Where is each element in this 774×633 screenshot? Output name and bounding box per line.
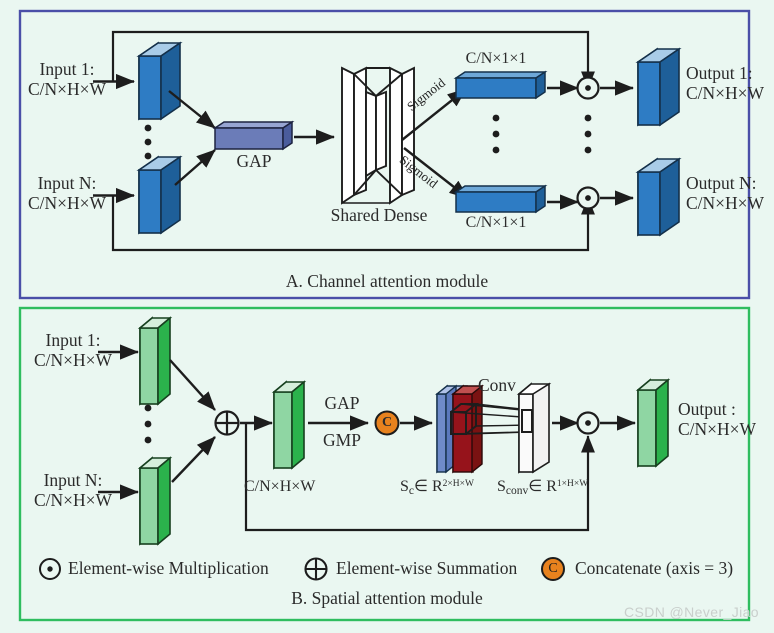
channel-input1-title: Input 1: xyxy=(39,59,95,79)
channel-input1-shape: C/N×H×W xyxy=(27,78,107,99)
spatial-merge-arrow-top xyxy=(169,359,216,411)
spatial-module-frame xyxy=(18,306,751,622)
legend-odot-icon xyxy=(39,558,61,580)
sc-subscript: c xyxy=(408,485,415,497)
spatial-output-label: Output : C/N×H×W xyxy=(678,399,757,439)
conv-label: Conv xyxy=(478,375,516,395)
channel-outputN-title: Output N: xyxy=(686,173,757,193)
channel-input-ellipsis xyxy=(144,124,152,160)
spatial-gmp-label: GMP xyxy=(323,430,361,450)
channel-weight-shape-top: C/N×1×1 xyxy=(465,50,527,67)
sconv-symbol: S xyxy=(497,478,506,495)
spatial-output-shape: C/N×H×W xyxy=(678,418,757,439)
spatial-inputN-label: Input N: C/N×H×W xyxy=(18,470,128,510)
sigmoid-arrow-bottom xyxy=(403,147,469,199)
legend-oplus-icon xyxy=(304,557,328,581)
shared-dense-block xyxy=(341,66,415,205)
spatial-gap-label: GAP xyxy=(324,393,360,413)
sconv-subscript: conv xyxy=(505,485,529,497)
spatial-mul-node xyxy=(576,411,600,435)
spatial-fused-feature-block xyxy=(271,380,307,470)
channel-mul-ellipsis xyxy=(584,114,592,154)
legend-label-summation: Element-wise Summation xyxy=(336,558,518,578)
channel-module-frame xyxy=(18,9,751,300)
channel-weight-bar-bottom xyxy=(453,184,548,214)
channel-merge-arrow-bottom xyxy=(174,149,216,186)
spatial-input-ellipsis xyxy=(144,404,152,444)
spatial-input1-title: Input 1: xyxy=(45,330,101,350)
channel-inputN-label: Input N: C/N×H×W xyxy=(12,173,122,213)
shared-dense-label: Shared Dense xyxy=(330,205,428,225)
channel-output1-title: Output 1: xyxy=(686,63,753,83)
channel-module-caption: A. Channel attention module xyxy=(285,271,489,291)
concat-glyph-label: C xyxy=(381,415,393,430)
spatial-output-block xyxy=(635,378,671,468)
sc-in-r: ∈ R xyxy=(414,478,443,495)
legend-label-concatenate: Concatenate (axis = 3) xyxy=(575,558,734,578)
channel-outputN-label: Output N: C/N×H×W xyxy=(686,173,765,213)
legend-concat-glyph: C xyxy=(548,561,558,576)
channel-inputN-shape: C/N×H×W xyxy=(27,192,107,213)
channel-outputN-block xyxy=(635,157,682,237)
watermark-label: CSDN @Never_Jiao xyxy=(624,604,759,620)
channel-output1-shape: C/N×H×W xyxy=(686,82,765,103)
spatial-inputN-shape: C/N×H×W xyxy=(33,489,113,510)
channel-input1-block xyxy=(136,41,183,121)
channel-weight-ellipsis xyxy=(492,114,500,154)
channel-merge-arrow-top xyxy=(168,90,216,129)
sc-symbol: S xyxy=(400,478,409,495)
channel-input1-label: Input 1: C/N×H×W xyxy=(12,59,122,99)
spatial-fused-shape-label: C/N×H×W xyxy=(244,478,316,495)
channel-weight-shape-bottom: C/N×1×1 xyxy=(465,214,527,231)
channel-weight-bar-top xyxy=(453,70,548,100)
legend-label-multiplication: Element-wise Multiplication xyxy=(68,558,269,578)
gap-label: GAP xyxy=(236,151,272,171)
channel-outputN-shape: C/N×H×W xyxy=(686,192,765,213)
concat-circle-icon xyxy=(374,410,400,436)
channel-inputN-title: Input N: xyxy=(37,173,97,193)
spatial-merge-arrow-bottom xyxy=(171,436,216,483)
spatial-input1-label: Input 1: C/N×H×W xyxy=(18,330,128,370)
sconv-in-r: ∈ R xyxy=(528,478,557,495)
channel-mul-node-top xyxy=(576,76,600,100)
spatial-sum-node xyxy=(214,410,240,436)
channel-inputN-block xyxy=(136,155,183,235)
spatial-inputN-title: Input N: xyxy=(43,470,103,490)
spatial-input1-block xyxy=(137,316,173,406)
channel-output1-block xyxy=(635,47,682,127)
spatial-module-caption: B. Spatial attention module xyxy=(291,588,483,608)
sconv-superscript: 1×H×W xyxy=(556,479,589,489)
sc-shape-label: Sc∈ R2×H×W xyxy=(400,478,474,498)
sconv-tensor-block xyxy=(516,382,552,474)
legend-concat-icon xyxy=(541,557,565,581)
sc-superscript: 2×H×W xyxy=(442,479,474,489)
spatial-skip-path xyxy=(244,423,596,532)
gap-bar xyxy=(212,120,295,151)
channel-mul-node-bottom xyxy=(576,186,600,210)
spatial-input1-shape: C/N×H×W xyxy=(33,349,113,370)
spatial-output-title: Output : xyxy=(678,399,736,419)
sconv-shape-label: Sconv∈ R1×H×W xyxy=(497,478,588,498)
channel-output1-label: Output 1: C/N×H×W xyxy=(686,63,765,103)
sc-tensor-block xyxy=(435,384,484,474)
spatial-inputN-block xyxy=(137,456,173,546)
